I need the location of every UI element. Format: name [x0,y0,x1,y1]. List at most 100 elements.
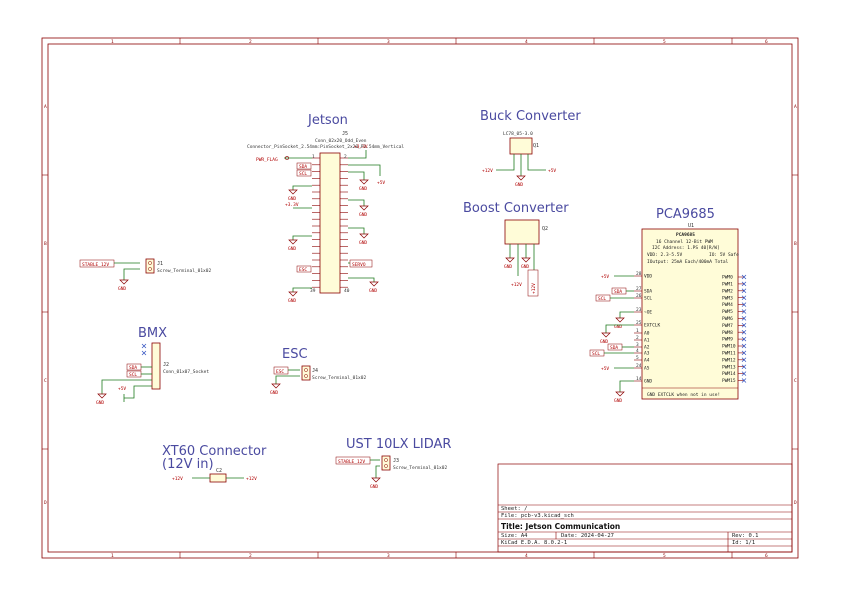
pca-gnd-2: GND [600,339,608,345]
c2-body [209,473,227,483]
pca-left-pin-num: 14 [636,376,642,382]
j2-ref: J2 [163,362,169,368]
pca-body [641,228,739,400]
j4-gnd: GND [270,390,278,396]
section-title-buck: Buck Converter [480,109,581,124]
outer-frame [41,37,799,559]
section-title-lidar: UST 10LX LIDAR [346,437,451,452]
pca-left-pin-label: A1 [644,338,650,344]
j4-value: Screw_Terminal_01x02 [312,375,366,381]
xt60-c2[interactable]: C2 +12V +12V [172,468,257,483]
edge-row-a: A [44,104,47,110]
j2-bmx-socket[interactable]: J2 Conn_01x07_Socket SDA SCL GND +5V [96,342,209,406]
buck-converter[interactable]: LC78_05-3.0 Q1 +12V GND +5V [482,131,556,188]
pca-left-pin-label: SCL [644,296,652,302]
c2-right: +12V [246,476,257,482]
pca-right-pin-label: PWM2 [722,288,733,294]
edge-col-2: 2 [249,39,252,45]
edge-col-1: 1 [111,39,114,45]
pca-v5: +5V [601,274,609,280]
j1-gnd: GND [118,286,126,292]
section-title-esc: ESC [282,347,308,362]
buck-ref: Q1 [533,143,539,149]
j5-gnd-3: GND [359,212,367,218]
j4-ref: J4 [312,368,318,374]
edge-col-5-bottom: 5 [663,553,666,559]
pca-left-pin-label: VDD [644,274,652,280]
pca-left-pin-label: SDA [644,289,652,295]
no-connect-icon [741,350,747,356]
pca-left-pin-label: A3 [644,351,650,357]
j5-pin39: 39 [310,288,316,294]
j4-body [301,365,311,381]
tb-tool: KiCad E.D.A. 8.0.2-1 [501,540,567,546]
pca-scl-2: SCL [592,351,600,357]
j4-esc-terminal[interactable]: ESC GND J4 Screw_Terminal_01x02 [270,365,366,396]
title-block: Sheet: / File: pcb-v3.kicad_sch Title: J… [497,463,793,553]
edge-col-3: 3 [387,39,390,45]
j5-gnd-4: GND [359,240,367,246]
j1-terminal[interactable]: STABLE_12V GND J1 Screw_Terminal_01x02 [79,258,211,292]
j5-v33-left: +3.3V [285,202,299,208]
j5-pin40: 40 [344,288,350,294]
j1-value: Screw_Terminal_01x02 [157,268,211,274]
j5-v5-label: +5V [377,180,385,186]
pca-right-pin-label: PWM3 [722,295,733,301]
j5-header[interactable]: J5 Conn_02x20_Odd_Even Connector_PinSock… [247,131,404,304]
j5-gnd-7: GND [288,298,296,304]
buck-in: +12V [482,168,493,174]
j3-lidar-terminal[interactable]: STABLE_12V GND J3 Screw_Terminal_01x02 [335,455,447,490]
buck-gnd: GND [515,182,523,188]
j3-value: Screw_Terminal_01x02 [393,465,447,471]
j5-pin2: 2 [344,154,347,160]
pca-gnd-3: GND [614,398,622,404]
edge-row-b-right: B [794,241,797,247]
j5-pins [312,157,348,288]
pca-left-pin-num: 5 [636,355,639,361]
c2-ref: C2 [216,468,222,474]
pca-right-pin-label: PWM7 [722,323,733,329]
j5-gnd-1: GND [359,186,367,192]
pca-left-pin-num: 3 [636,342,639,348]
pca9685[interactable]: U1 PCA9685 16 Channel 12-Bit PWM I2C Add… [589,223,747,404]
edge-col-5: 5 [663,39,666,45]
pca-right-pins: PWM0PWM1PWM2PWM3PWM4PWM5PWM6PWM7PWM8PWM9… [722,275,747,384]
buck-value: LC78_05-3.0 [503,131,533,137]
j5-sda-label: SDA [299,164,307,170]
j5-footprint: Connector_PinSocket_2.54mm:PinSocket_2x2… [247,144,404,150]
boost-converter[interactable]: Q2 GND +12V GND +12V [504,219,548,297]
buck-out: +5V [548,168,556,174]
j5-pwr-flag: PWR_FLAG [256,157,278,163]
no-connect-icon [741,302,747,307]
no-connect-icon [741,329,747,335]
pca-name: PCA9685 [676,232,695,238]
no-connect-icon [741,357,747,363]
pca-right-pin-label: PWM14 [722,371,736,377]
edge-col-2-bottom: 2 [249,553,252,559]
j2-value: Conn_01x07_Socket [163,369,209,375]
edge-row-d-right: D [794,500,797,506]
j2-body [151,342,161,390]
boost-gnd-2: GND [521,264,529,270]
edge-row-a-right: A [794,104,797,110]
j1-ref: J1 [157,261,163,267]
pca-left-pin-num: 1 [636,328,639,334]
pca-desc3: VDD: 2.3-5.5V [647,252,683,258]
j3-body [381,455,391,471]
j5-gnd-6: GND [369,288,377,294]
boost-out: +12V [531,283,537,294]
pca-left-pin-num: 25 [636,320,642,326]
edge-row-d: D [44,500,47,506]
edge-col-1-bottom: 1 [111,553,114,559]
section-title-xt60-sub: (12V in) [162,457,214,472]
j5-esc-label: ESC [299,267,307,273]
j5-ref: J5 [342,131,348,137]
j5-servo-label: SERVO [352,262,366,268]
pca-left-pin-num: 28 [636,271,642,277]
j2-scl: SCL [129,372,137,378]
edge-col-4: 4 [525,39,528,45]
pca-right-pin-label: PWM6 [722,316,733,322]
no-connect-icon [741,281,747,287]
